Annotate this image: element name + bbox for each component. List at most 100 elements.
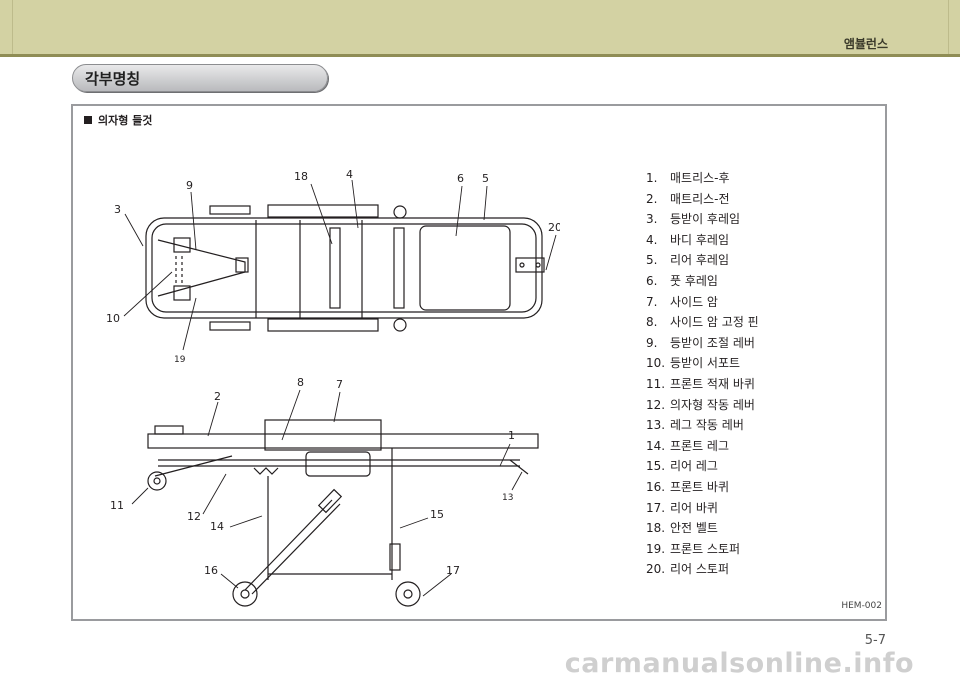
parts-list-item: 19.프론트 스토퍼 xyxy=(646,539,759,560)
part-number: 4. xyxy=(646,232,658,247)
top-view-leaders xyxy=(123,179,557,351)
part-label: 매트리스-후 xyxy=(670,171,730,185)
parts-list-item: 4.바디 후레임 xyxy=(646,230,759,251)
callout-label: 2 xyxy=(214,390,221,403)
part-number: 1. xyxy=(646,171,658,185)
part-label: 사이드 암 고정 핀 xyxy=(670,315,759,330)
part-label: 풋 후레임 xyxy=(670,273,718,288)
callout-label: 10 xyxy=(106,312,120,325)
header-rule xyxy=(0,54,960,57)
parts-list-item: 3. 등받이 후레임 xyxy=(646,209,759,230)
part-number: 20. xyxy=(646,562,666,577)
header-title: 앰뷸런스 xyxy=(843,37,888,51)
part-number: 16. xyxy=(646,479,666,494)
parts-list-item: 18.안전 벨트 xyxy=(646,518,759,539)
parts-list-item: 17. 리어 바퀴 xyxy=(646,498,759,519)
part-label: 리어 후레임 xyxy=(670,253,730,268)
mattress xyxy=(147,433,539,449)
parts-list-item: 2.매트리스-전 xyxy=(646,189,759,210)
parts-list-item: 15. 리어 레그 xyxy=(646,456,759,477)
outer-frame xyxy=(145,217,543,319)
watermark[interactable]: carmanualsonline.info xyxy=(564,648,914,679)
figure-code: HEM-002 xyxy=(841,601,882,611)
callout-label: 3 xyxy=(114,203,121,216)
part-label: 의자형 작동 레버 xyxy=(670,397,755,412)
parts-list-item: 9. 등받이 조절 레버 xyxy=(646,333,759,354)
top-view-drawing xyxy=(145,204,545,332)
foot-frame xyxy=(419,225,511,311)
part-number: 6. xyxy=(646,273,658,288)
top-view-callout-labels: 3 9 18 4 6 5 20 10 19 xyxy=(106,168,560,365)
callout-label: 9 xyxy=(186,179,193,192)
part-number: 10. xyxy=(646,356,666,371)
side-view-drawing xyxy=(147,419,539,607)
part-label: 리어 스토퍼 xyxy=(670,562,730,577)
bullet-square-icon xyxy=(84,116,92,124)
parts-list: 1. 매트리스-후 2.매트리스-전 3. 등받이 후레임 4.바디 후레임 5. 리… xyxy=(646,168,759,580)
body-brace xyxy=(329,227,341,309)
part-number: 12. xyxy=(646,397,666,412)
callout-label: 8 xyxy=(297,376,304,389)
part-number: 5. xyxy=(646,253,658,268)
callout-label: 4 xyxy=(346,168,353,181)
part-number: 3. xyxy=(646,212,658,227)
figure-subtitle-text: 의자형 들것 xyxy=(98,114,153,127)
part-number: 13. xyxy=(646,418,666,433)
callout-label: 19 xyxy=(174,355,186,365)
part-number: 14. xyxy=(646,438,666,453)
body-brace xyxy=(393,227,405,309)
parts-list-item: 5. 리어 후레임 xyxy=(646,250,759,271)
part-label: 등받이 조절 레버 xyxy=(670,335,755,350)
chair-lever-box xyxy=(305,451,371,477)
part-number: 7. xyxy=(646,294,658,309)
callout-label: 5 xyxy=(482,172,489,185)
callout-label: 7 xyxy=(336,378,343,391)
parts-list-item: 12. 의자형 작동 레버 xyxy=(646,395,759,416)
part-number: 15. xyxy=(646,459,666,474)
callout-label: 18 xyxy=(294,170,308,183)
part-label: 프론트 레그 xyxy=(670,438,730,453)
part-label: 리어 바퀴 xyxy=(670,500,718,515)
callout-label: 11 xyxy=(110,499,124,512)
callout-label: 1 xyxy=(508,429,515,442)
stretcher-diagram: 3 9 18 4 6 5 20 10 19 xyxy=(106,168,560,607)
part-label: 등받이 서포트 xyxy=(670,356,741,371)
parts-list-item: 20. 리어 스토퍼 xyxy=(646,559,759,580)
side-arm xyxy=(264,419,382,451)
part-label: 프론트 스토퍼 xyxy=(670,541,741,556)
parts-list-item: 10. 등받이 서포트 xyxy=(646,353,759,374)
page-number: 5-7 xyxy=(864,633,886,648)
section-title-tab: 각부명칭 xyxy=(72,64,328,92)
parts-list-item: 8. 사이드 암 고정 핀 xyxy=(646,312,759,333)
side-view-leaders xyxy=(131,389,523,597)
callout-label: 13 xyxy=(502,493,513,503)
parts-list-item: 1. 매트리스-후 xyxy=(646,168,759,189)
part-label: 등받이 후레임 xyxy=(670,212,741,227)
section-title: 각부명칭 xyxy=(85,70,141,88)
front-loading-wheel xyxy=(147,471,167,491)
part-label: 리어 레그 xyxy=(670,459,718,474)
part-number: 8. xyxy=(646,315,658,330)
parts-list-item: 7. 사이드 암 xyxy=(646,292,759,313)
figure-frame xyxy=(71,104,887,621)
callout-label: 20 xyxy=(548,221,560,234)
parts-list-item: 6. 풋 후레임 xyxy=(646,271,759,292)
part-number: 2. xyxy=(646,191,658,206)
parts-list-item: 11.프론트 적재 바퀴 xyxy=(646,374,759,395)
parts-list-item: 14. 프론트 레그 xyxy=(646,436,759,457)
safety-belt xyxy=(267,204,379,218)
callout-label: 12 xyxy=(187,510,201,523)
callout-label: 17 xyxy=(446,564,460,577)
part-number: 11. xyxy=(646,376,666,391)
part-label: 레그 작동 레버 xyxy=(670,418,744,433)
part-label: 사이드 암 xyxy=(670,294,718,309)
parts-list-item: 16.프론트 바퀴 xyxy=(646,477,759,498)
parts-list-item: 13. 레그 작동 레버 xyxy=(646,415,759,436)
page-header: 앰뷸런스 xyxy=(0,0,960,56)
rear-stopper xyxy=(515,257,545,273)
part-number: 17. xyxy=(646,500,666,515)
figure-subtitle: 의자형 들것 xyxy=(84,112,152,128)
header-divider xyxy=(12,0,13,54)
rear-wheel xyxy=(395,581,421,607)
part-number: 9. xyxy=(646,335,658,350)
